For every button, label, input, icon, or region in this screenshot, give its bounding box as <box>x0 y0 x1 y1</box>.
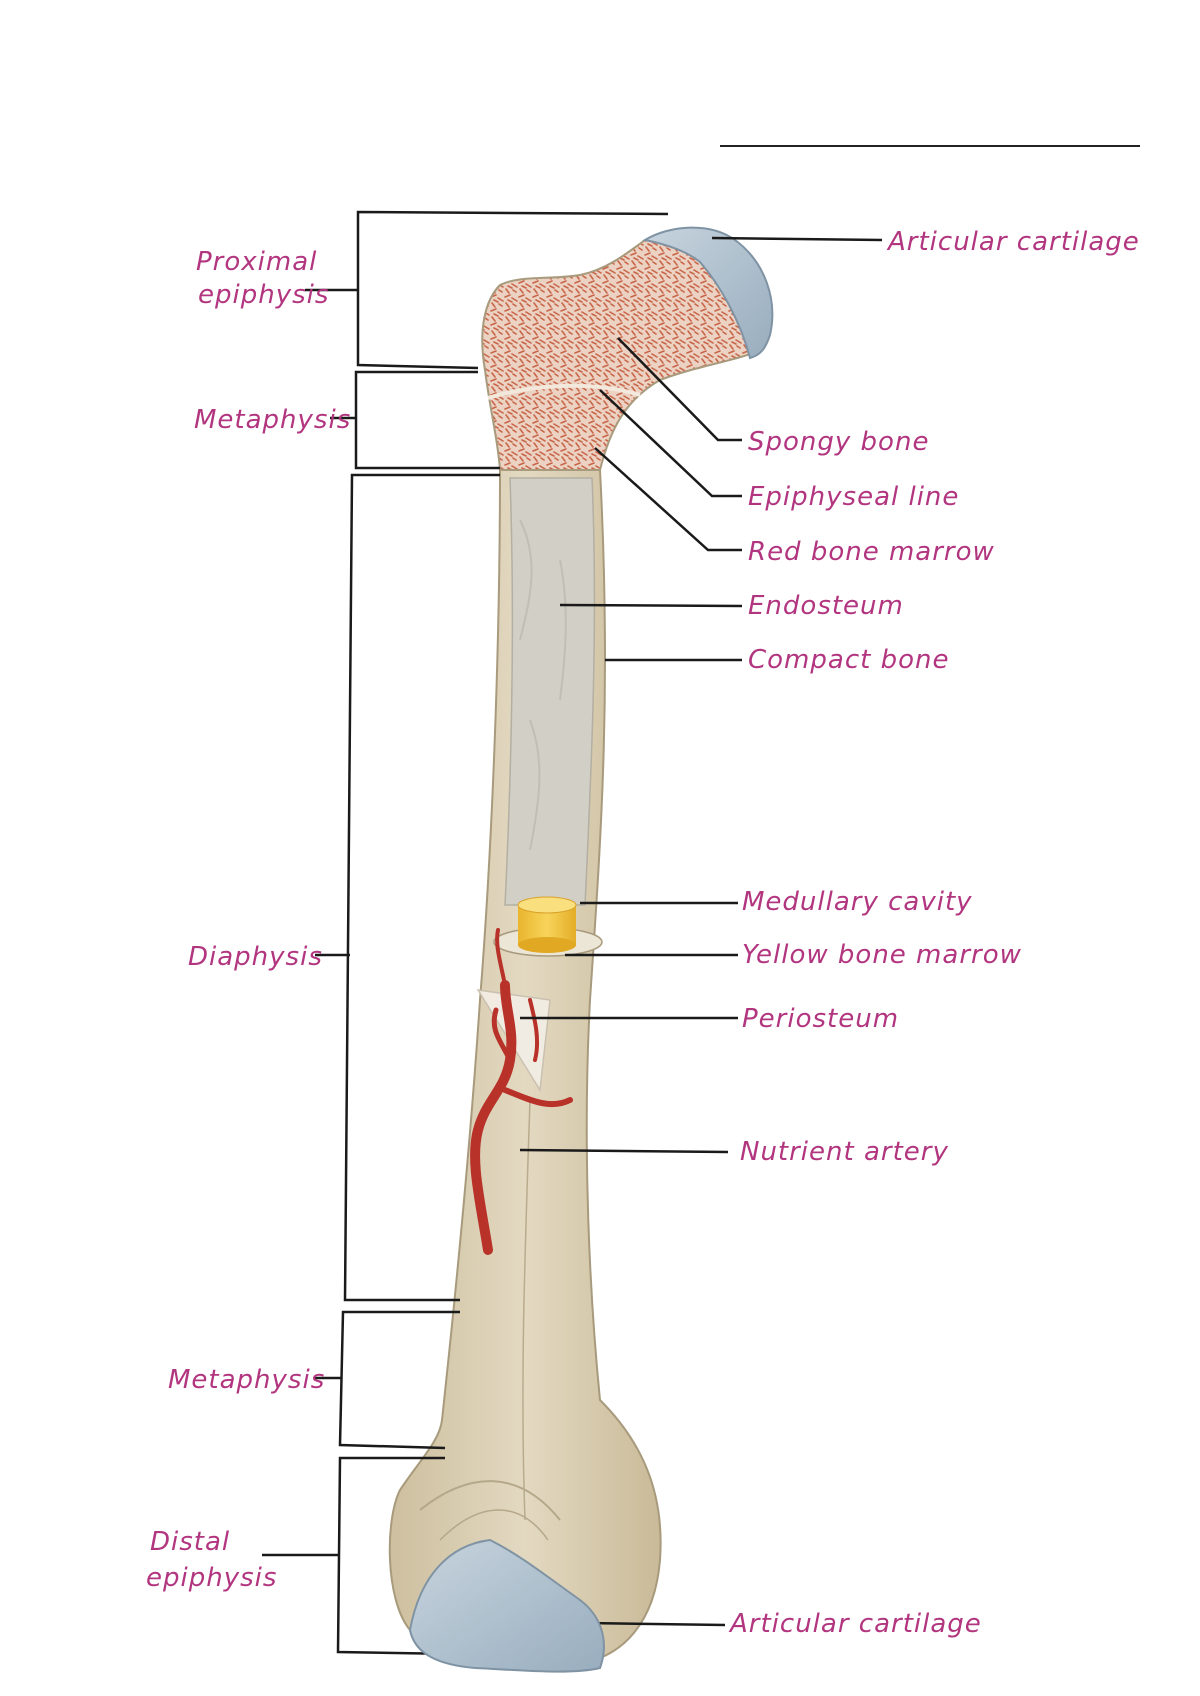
label-articular-cartilage-bottom: Articular cartilage <box>728 1609 982 1639</box>
femur <box>390 228 773 1667</box>
label-red-bone-marrow: Red bone marrow <box>748 537 995 567</box>
leader-articular-cartilage-top <box>712 238 882 240</box>
label-metaphysis-top: Metaphysis <box>194 405 351 435</box>
label-epiphyseal-line: Epiphyseal line <box>748 482 959 512</box>
label-distal-line2: epiphysis <box>146 1563 277 1593</box>
label-proximal-line2: epiphysis <box>198 280 329 310</box>
label-periosteum: Periosteum <box>742 1004 899 1034</box>
medullary-cavity <box>505 478 594 905</box>
leader-red-bone-marrow <box>595 448 742 550</box>
yellow-bone-marrow-plug <box>518 897 576 953</box>
label-nutrient-artery: Nutrient artery <box>740 1137 949 1167</box>
label-yellow-bone-marrow: Yellow bone marrow <box>742 940 1022 970</box>
bracket-metaphysis-top <box>356 372 500 468</box>
label-endosteum: Endosteum <box>748 591 904 621</box>
label-distal-line1: Distal <box>150 1527 230 1557</box>
label-metaphysis-bottom: Metaphysis <box>168 1365 325 1395</box>
label-diaphysis: Diaphysis <box>188 942 323 972</box>
label-proximal-line1: Proximal <box>196 247 317 277</box>
leader-endosteum <box>560 605 742 606</box>
label-medullary-cavity: Medullary cavity <box>742 887 973 917</box>
label-articular-cartilage-top: Articular cartilage <box>886 227 1140 257</box>
label-spongy-bone: Spongy bone <box>748 427 929 457</box>
label-compact-bone: Compact bone <box>748 645 949 675</box>
